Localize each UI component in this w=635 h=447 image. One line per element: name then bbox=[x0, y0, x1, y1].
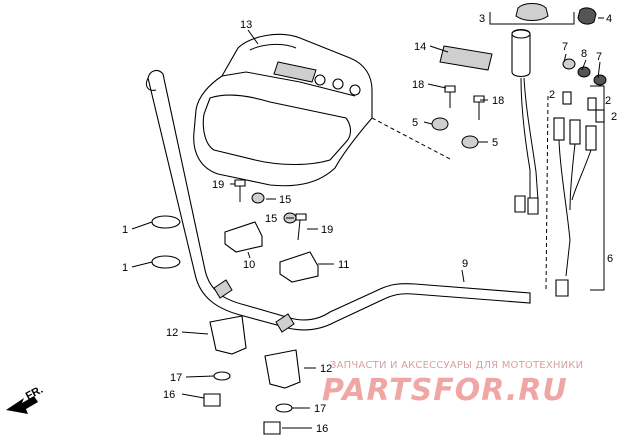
front-label: FR. bbox=[24, 384, 45, 403]
callout-13: 13 bbox=[240, 19, 252, 31]
callout-12: 12 bbox=[320, 363, 332, 375]
leader-lines bbox=[131, 17, 604, 429]
callout-7: 7 bbox=[562, 41, 568, 53]
callout-9: 9 bbox=[462, 258, 468, 270]
callout-11: 11 bbox=[338, 259, 349, 271]
callout-18: 18 bbox=[412, 79, 424, 91]
callout-17: 17 bbox=[314, 403, 326, 415]
callout-14: 14 bbox=[414, 41, 426, 53]
watermark-logo: PARTSFOR.RU bbox=[322, 373, 568, 408]
socket-harness bbox=[553, 91, 605, 297]
callout-16: 16 bbox=[316, 423, 328, 435]
grommets-5 bbox=[431, 117, 479, 149]
callout-17: 17 bbox=[170, 372, 182, 384]
clamps bbox=[151, 215, 181, 269]
front-direction-arrow: FR. bbox=[6, 384, 45, 414]
callout-16: 16 bbox=[163, 389, 175, 401]
callout-8: 8 bbox=[581, 48, 587, 60]
bracket-3 bbox=[489, 12, 575, 25]
grommets bbox=[562, 58, 607, 86]
callout-1: 1 bbox=[122, 224, 128, 236]
callout-2: 2 bbox=[605, 95, 611, 107]
callout-15: 15 bbox=[265, 213, 277, 225]
callout-6: 6 bbox=[607, 253, 613, 265]
switch-assembly bbox=[439, 3, 597, 215]
upper-holders bbox=[224, 179, 319, 283]
watermark: ЗАПЧАСТИ И АКСЕССУАРЫ ДЛЯ МОТОТЕХНИКИ PA… bbox=[322, 360, 583, 408]
handlebar-cover bbox=[193, 33, 373, 187]
callout-12: 12 bbox=[166, 327, 178, 339]
callout-5: 5 bbox=[412, 117, 418, 129]
callout-1: 1 bbox=[122, 262, 128, 274]
handlebar bbox=[145, 69, 531, 333]
callout-19: 19 bbox=[212, 179, 224, 191]
bolts-18 bbox=[444, 85, 485, 120]
callout-15: 15 bbox=[279, 194, 291, 206]
callout-3: 3 bbox=[479, 13, 485, 25]
lower-holders bbox=[203, 315, 301, 435]
callout-4: 4 bbox=[606, 13, 612, 25]
callout-10: 10 bbox=[243, 259, 255, 271]
watermark-tagline: ЗАПЧАСТИ И АКСЕССУАРЫ ДЛЯ МОТОТЕХНИКИ bbox=[330, 360, 583, 371]
callout-2: 2 bbox=[549, 89, 555, 101]
callout-2: 2 bbox=[611, 111, 617, 123]
callout-18: 18 bbox=[492, 95, 504, 107]
callout-labels: 1 1 2 2 2 3 4 5 5 6 7 7 8 9 10 11 12 12 … bbox=[122, 13, 617, 435]
callout-7: 7 bbox=[596, 51, 602, 63]
callout-19: 19 bbox=[321, 224, 333, 236]
callout-5: 5 bbox=[492, 137, 498, 149]
bracket-6 bbox=[590, 85, 605, 291]
